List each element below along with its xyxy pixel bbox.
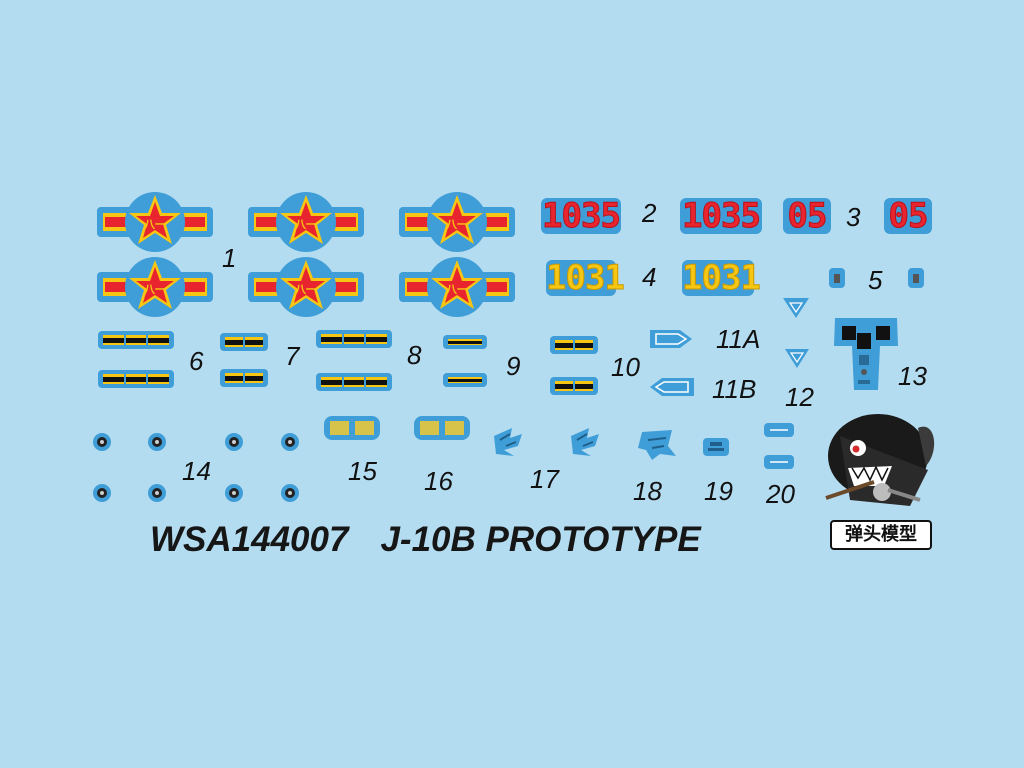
- serial-1035-decal: 1035: [680, 198, 762, 235]
- roundel-decal: [97, 192, 515, 317]
- small-emblem-decal: [829, 268, 924, 288]
- decal-label: 1: [222, 243, 237, 273]
- brand-badge: 弹头模型: [830, 520, 932, 550]
- decal-label: 6: [189, 346, 204, 376]
- serial-05-decal: 05: [783, 198, 831, 235]
- decal-label: 3: [846, 202, 861, 232]
- decal-label: 20: [766, 479, 795, 509]
- decal-label: 18: [633, 476, 662, 506]
- decal-label: 7: [285, 341, 300, 371]
- triangle-decal: [783, 298, 809, 368]
- instrument-panel-decal: [324, 416, 470, 440]
- decal-label: 13: [898, 361, 927, 391]
- serial-1035-decal: 1035: [541, 196, 621, 236]
- decal-label: 17: [530, 464, 559, 494]
- decal-label: 16: [424, 466, 453, 496]
- shark-mascot-icon: [825, 414, 935, 506]
- decal-label: 11B: [712, 374, 757, 404]
- decal-label: 5: [868, 265, 883, 295]
- decal-label: 10: [611, 352, 640, 382]
- sheet-title: WSA144007 J-10B PROTOTYPE: [150, 520, 701, 560]
- serial-05-decal: 05: [884, 198, 932, 235]
- decal-label: 14: [182, 456, 211, 486]
- stripe-decal: [97, 329, 599, 396]
- model-name: J-10B PROTOTYPE: [380, 520, 701, 559]
- decal-label: 19: [704, 476, 733, 506]
- decal-label: 12: [785, 382, 814, 412]
- decal-label: 4: [642, 262, 657, 292]
- product-code: WSA144007: [150, 520, 349, 559]
- serial-1031-decal: 1031: [682, 258, 762, 298]
- decal-label: 11A: [716, 324, 761, 354]
- decal-label: 15: [348, 456, 377, 486]
- cockpit-panel-decal: [834, 318, 898, 390]
- decal-label: 2: [642, 198, 657, 228]
- decal-label: 8: [407, 340, 422, 370]
- serial-1031-decal: 1031: [546, 258, 626, 298]
- arrow-decal: [650, 330, 694, 396]
- marking-decal: [493, 423, 794, 469]
- decal-label: 9: [506, 351, 521, 381]
